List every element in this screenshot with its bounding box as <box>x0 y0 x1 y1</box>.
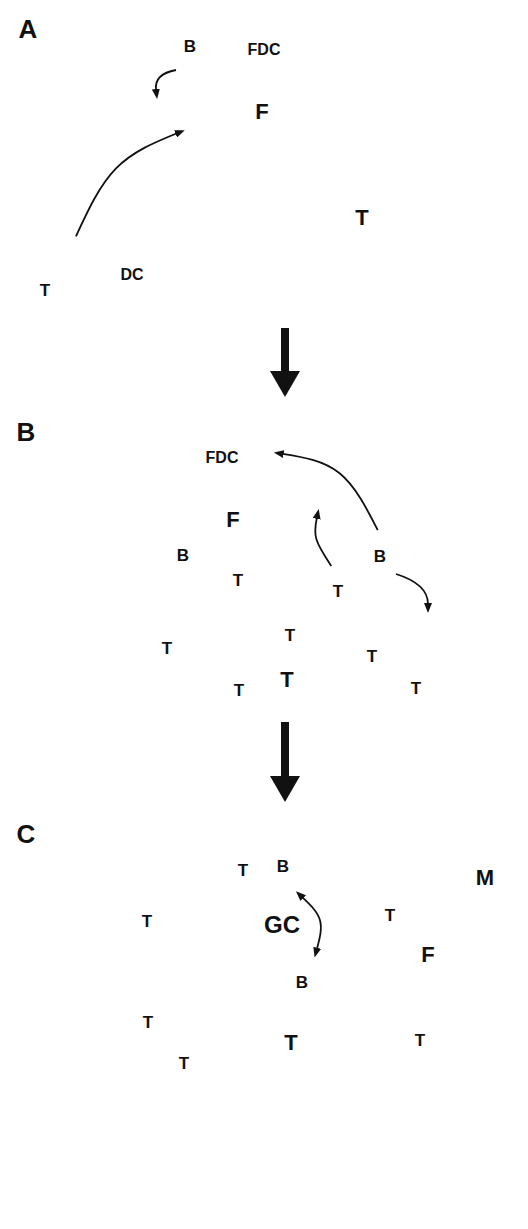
t-cell: T <box>316 569 360 613</box>
t-cell: T <box>217 668 261 712</box>
panel-shape <box>6 808 522 1222</box>
region-label: GC <box>264 913 300 937</box>
panel-letter: A <box>19 16 38 42</box>
dendritic-cell: DC <box>96 244 168 306</box>
t-cell: T <box>162 1041 206 1085</box>
t-zone-shape <box>8 405 520 710</box>
cell-label: T <box>385 907 395 924</box>
cell-label: T <box>333 583 343 600</box>
cell-label: T <box>415 1032 425 1049</box>
cell-label: T <box>234 682 244 699</box>
zone-label: M <box>476 867 494 889</box>
follicle: F FDC B <box>105 419 375 575</box>
fdc-cell: FDC <box>216 29 312 71</box>
migration-arrow <box>396 574 428 604</box>
germinal-center: GC T B B <box>195 847 365 1017</box>
panel: B T F FDC B T T B T T T T T <box>6 403 522 712</box>
cell-label: T <box>238 862 248 879</box>
b-cell-stack <box>249 951 291 993</box>
b-cell: B <box>280 960 324 1004</box>
stage-arrow <box>281 722 289 778</box>
follicle: F B FDC <box>147 22 377 138</box>
migration-arrow <box>283 454 378 530</box>
t-cell: T <box>125 899 169 943</box>
zone-label-wrap: M <box>476 867 494 889</box>
region-label: T <box>284 1032 297 1054</box>
panel-letter: B <box>17 419 36 445</box>
region-label: T <box>280 669 293 691</box>
cell-label: T <box>142 913 152 930</box>
region-label: F <box>226 509 239 531</box>
t-zone: T F GC T B B T T T T T <box>8 810 520 1220</box>
cell-label: FDC <box>248 42 281 58</box>
cell-label: T <box>162 640 172 657</box>
cell-label: B <box>296 974 308 991</box>
b-cell-stack <box>219 941 261 983</box>
t-cell: T <box>221 848 265 892</box>
cell-label: B <box>184 38 196 55</box>
cell-label: T <box>411 680 421 697</box>
cell-label: T <box>233 572 243 589</box>
t-cell-stack <box>54 241 96 283</box>
cell-label: T <box>367 648 377 665</box>
region-label: F <box>255 101 268 123</box>
cell-label: B <box>277 858 289 875</box>
migration-arrow <box>302 897 320 948</box>
cell-label: FDC <box>206 450 239 466</box>
stage-arrow <box>281 328 289 373</box>
t-cell: T <box>145 626 189 670</box>
fdc-cell: FDC <box>174 437 270 479</box>
t-zone: T F B FDC T DC <box>8 7 520 316</box>
panel-shape <box>6 403 522 712</box>
cell-label: B <box>374 548 386 565</box>
b-cell: B <box>358 534 402 578</box>
region-label: T <box>355 207 368 229</box>
cell-label: DC <box>120 267 143 283</box>
t-cell: T <box>268 613 312 657</box>
t-cell: T <box>368 893 412 937</box>
b-cell: B <box>168 24 212 68</box>
b-cell: B <box>161 533 205 577</box>
t-cell: T <box>216 558 260 602</box>
t-cell: T <box>394 666 438 710</box>
t-cell: T <box>398 1018 442 1062</box>
region-label: F <box>421 944 434 966</box>
t-zone-shape <box>8 810 520 1220</box>
migration-arrow <box>76 134 176 237</box>
t-cell: T <box>23 268 67 312</box>
cell-label: B <box>177 547 189 564</box>
cell-label: T <box>40 282 50 299</box>
t-zone: T F FDC B T T B T T T T T <box>8 405 520 710</box>
follicle-shape <box>105 419 375 575</box>
panel-letter: C <box>17 821 36 847</box>
follicle: F GC T B B T T <box>83 836 473 1008</box>
panel: A T F B FDC T DC <box>6 5 522 318</box>
panel: C T F GC T B B T T T T T <box>6 808 522 1222</box>
migration-arrow <box>315 518 331 566</box>
t-cell: T <box>126 1000 170 1044</box>
cell-label: T <box>285 627 295 644</box>
migration-arrow <box>156 70 176 90</box>
t-cell: T <box>350 634 394 678</box>
b-cell: B <box>261 844 305 888</box>
cell-label: T <box>179 1055 189 1072</box>
fdc-network <box>197 840 362 910</box>
cell-label: T <box>143 1014 153 1031</box>
